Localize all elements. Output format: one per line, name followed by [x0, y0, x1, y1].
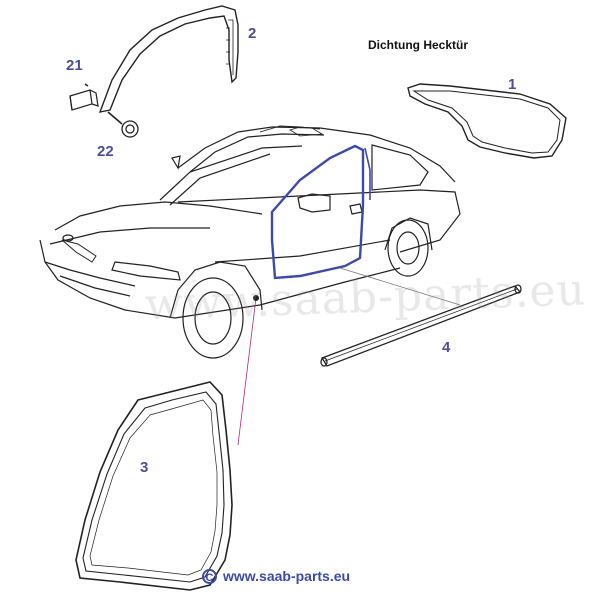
part-4-sill-strip — [320, 284, 522, 367]
leader-lines — [237, 267, 461, 446]
copyright-notice: C www.saab-parts.eu — [202, 568, 350, 584]
diagram-title: Dichtung Hecktür — [368, 38, 469, 52]
highlighted-door-seal — [270, 144, 371, 280]
callout-22: 22 — [97, 143, 114, 160]
callout-21: 21 — [66, 57, 83, 74]
part-21-clip — [69, 83, 99, 111]
part-22-grommet — [107, 111, 139, 138]
copyright-text: www.saab-parts.eu — [223, 568, 351, 584]
leader-dot — [253, 295, 259, 301]
part-3-front-door-seal — [75, 381, 233, 591]
callout-4: 4 — [442, 339, 451, 356]
part-2-window-seal — [98, 5, 239, 113]
part-1-rear-door-seal — [407, 83, 567, 159]
car-illustration — [39, 125, 461, 359]
callout-3: 3 — [140, 459, 149, 476]
callout-2: 2 — [248, 25, 257, 42]
callout-1: 1 — [508, 76, 517, 93]
copyright-icon: C — [202, 568, 217, 584]
